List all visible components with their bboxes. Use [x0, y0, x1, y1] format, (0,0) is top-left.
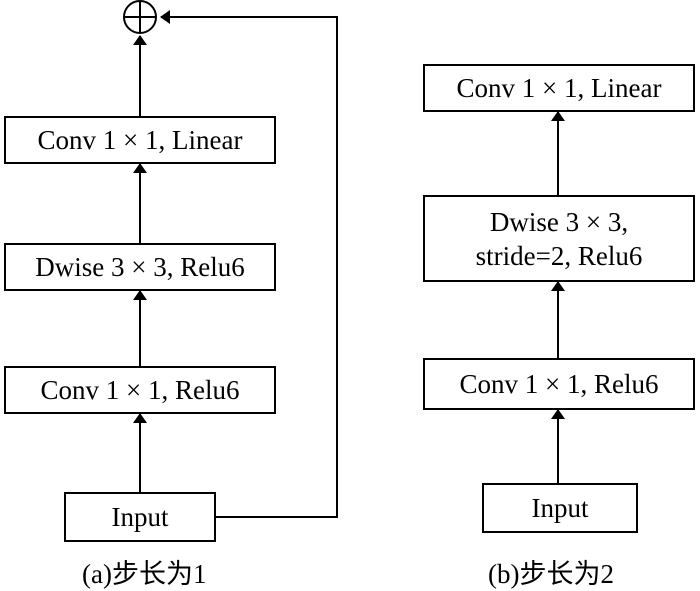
add-symbol-icon	[123, 0, 157, 34]
dwise-box-a: Dwise 3 × 3, Relu6	[4, 243, 276, 291]
skip-connection-a	[160, 10, 338, 518]
dwise-stride-box-b: Dwise 3 × 3, stride=2, Relu6	[423, 195, 695, 282]
input-box-b: Input	[482, 483, 638, 533]
input-box-a: Input	[64, 492, 216, 542]
conv-linear-box-a: Conv 1 × 1, Linear	[4, 116, 276, 164]
conv-relu-box-a: Conv 1 × 1, Relu6	[4, 366, 276, 414]
conv-relu-box-b: Conv 1 × 1, Relu6	[423, 358, 695, 410]
caption-a: (a)步长为1	[82, 559, 207, 589]
caption-b: (b)步长为2	[488, 559, 614, 589]
conv-linear-box-b: Conv 1 × 1, Linear	[423, 64, 695, 112]
